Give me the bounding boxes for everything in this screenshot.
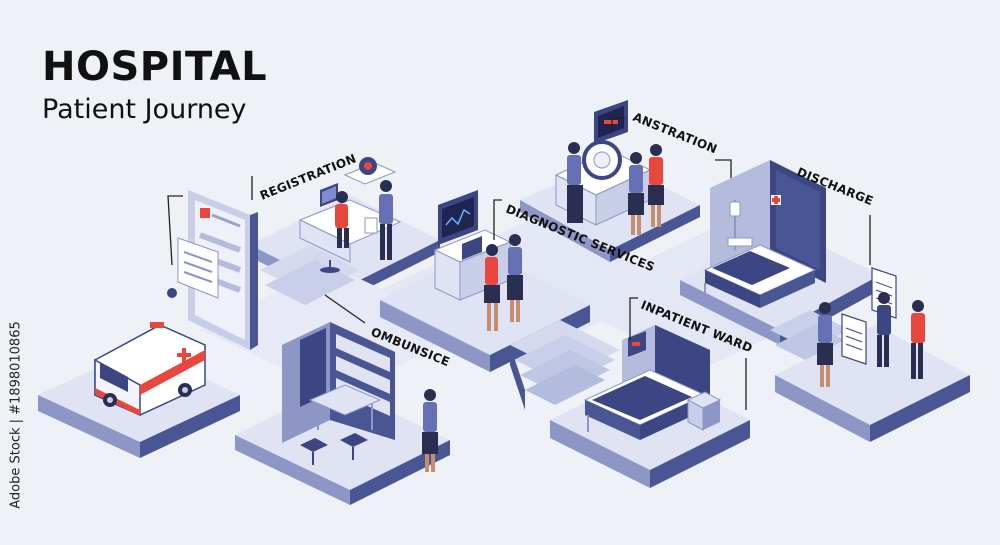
person-icon (628, 152, 644, 235)
person-icon (648, 144, 664, 227)
person-icon (422, 389, 438, 472)
desk-icon (308, 384, 382, 430)
person-icon (817, 302, 833, 387)
monitor-icon (433, 190, 512, 301)
person-icon (364, 180, 393, 260)
person-icon (484, 244, 500, 331)
svg-text:ANSTRATION: ANSTRATION (631, 110, 719, 157)
person-icon (911, 300, 925, 379)
chair-icon (300, 433, 368, 465)
discharge-room (710, 160, 826, 283)
person-icon (335, 191, 349, 248)
whiteboard-icon (177, 190, 258, 350)
page-subtitle: Patient Journey (42, 94, 247, 125)
cabinet-icon (686, 391, 722, 431)
chair-icon (320, 260, 340, 273)
stairs (260, 245, 850, 410)
person-icon (507, 234, 523, 322)
person-icon (877, 292, 891, 367)
ambulance-icon (94, 322, 206, 417)
person-icon (567, 142, 583, 223)
bell-icon (167, 288, 177, 298)
bed-icon (703, 244, 817, 308)
iv-stand-icon (727, 200, 753, 250)
monitor-icon (628, 331, 646, 357)
page-title: HOSPITAL (42, 44, 268, 90)
